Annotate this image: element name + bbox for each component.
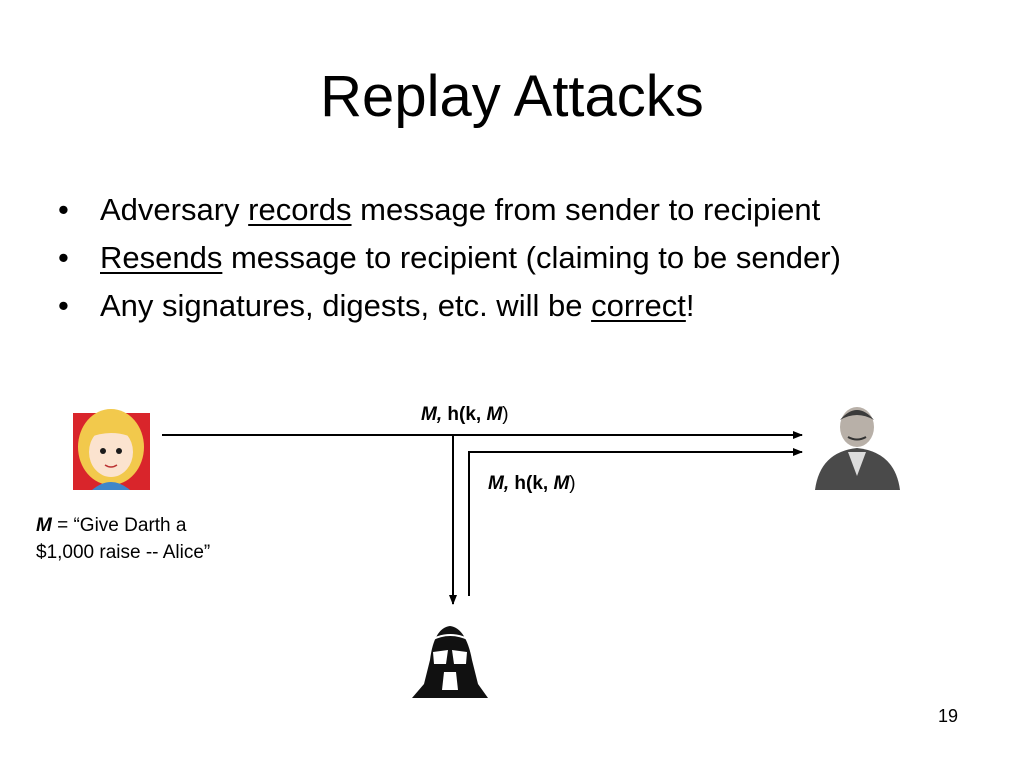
darth-avatar (412, 626, 488, 698)
bullet-underlined-text: records (248, 192, 352, 227)
bullet-text: message from sender to recipient (351, 192, 821, 227)
replay-arrow (468, 448, 803, 596)
alice-avatar (73, 409, 150, 490)
recipient-avatar (812, 404, 902, 490)
bullet-item: • Resends message to recipient (claiming… (58, 234, 841, 282)
bullet-item: • Any signatures, digests, etc. will be … (58, 282, 841, 330)
message-label-top: M, h(k, M) (421, 404, 509, 425)
bullet-marker: • (58, 240, 69, 275)
slide-title: Replay Attacks (320, 64, 704, 129)
definition-line-1: M = “Give Darth a (36, 515, 187, 536)
bullet-underlined-text: Resends (100, 240, 223, 275)
bullet-text: Any signatures, digests, etc. will be (100, 288, 592, 323)
bullet-text: message to recipient (claiming to be sen… (222, 240, 841, 275)
bullet-underlined-text: correct (591, 288, 686, 323)
definition-line-2: $1,000 raise -- Alice” (36, 542, 211, 563)
bullet-list: • Adversary records message from sender … (58, 186, 841, 330)
bullet-marker: • (58, 288, 69, 323)
message-label-replay: M, h(k, M) (488, 473, 576, 494)
definition-variable: M (36, 515, 52, 536)
bullet-text: ! (685, 288, 695, 323)
bullet-item: • Adversary records message from sender … (58, 186, 841, 234)
bullet-marker: • (58, 192, 69, 227)
bullet-text: Adversary (100, 192, 249, 227)
page-number: 19 (938, 706, 959, 726)
message-definition: M = “Give Darth a $1,000 raise -- Alice” (36, 512, 210, 566)
